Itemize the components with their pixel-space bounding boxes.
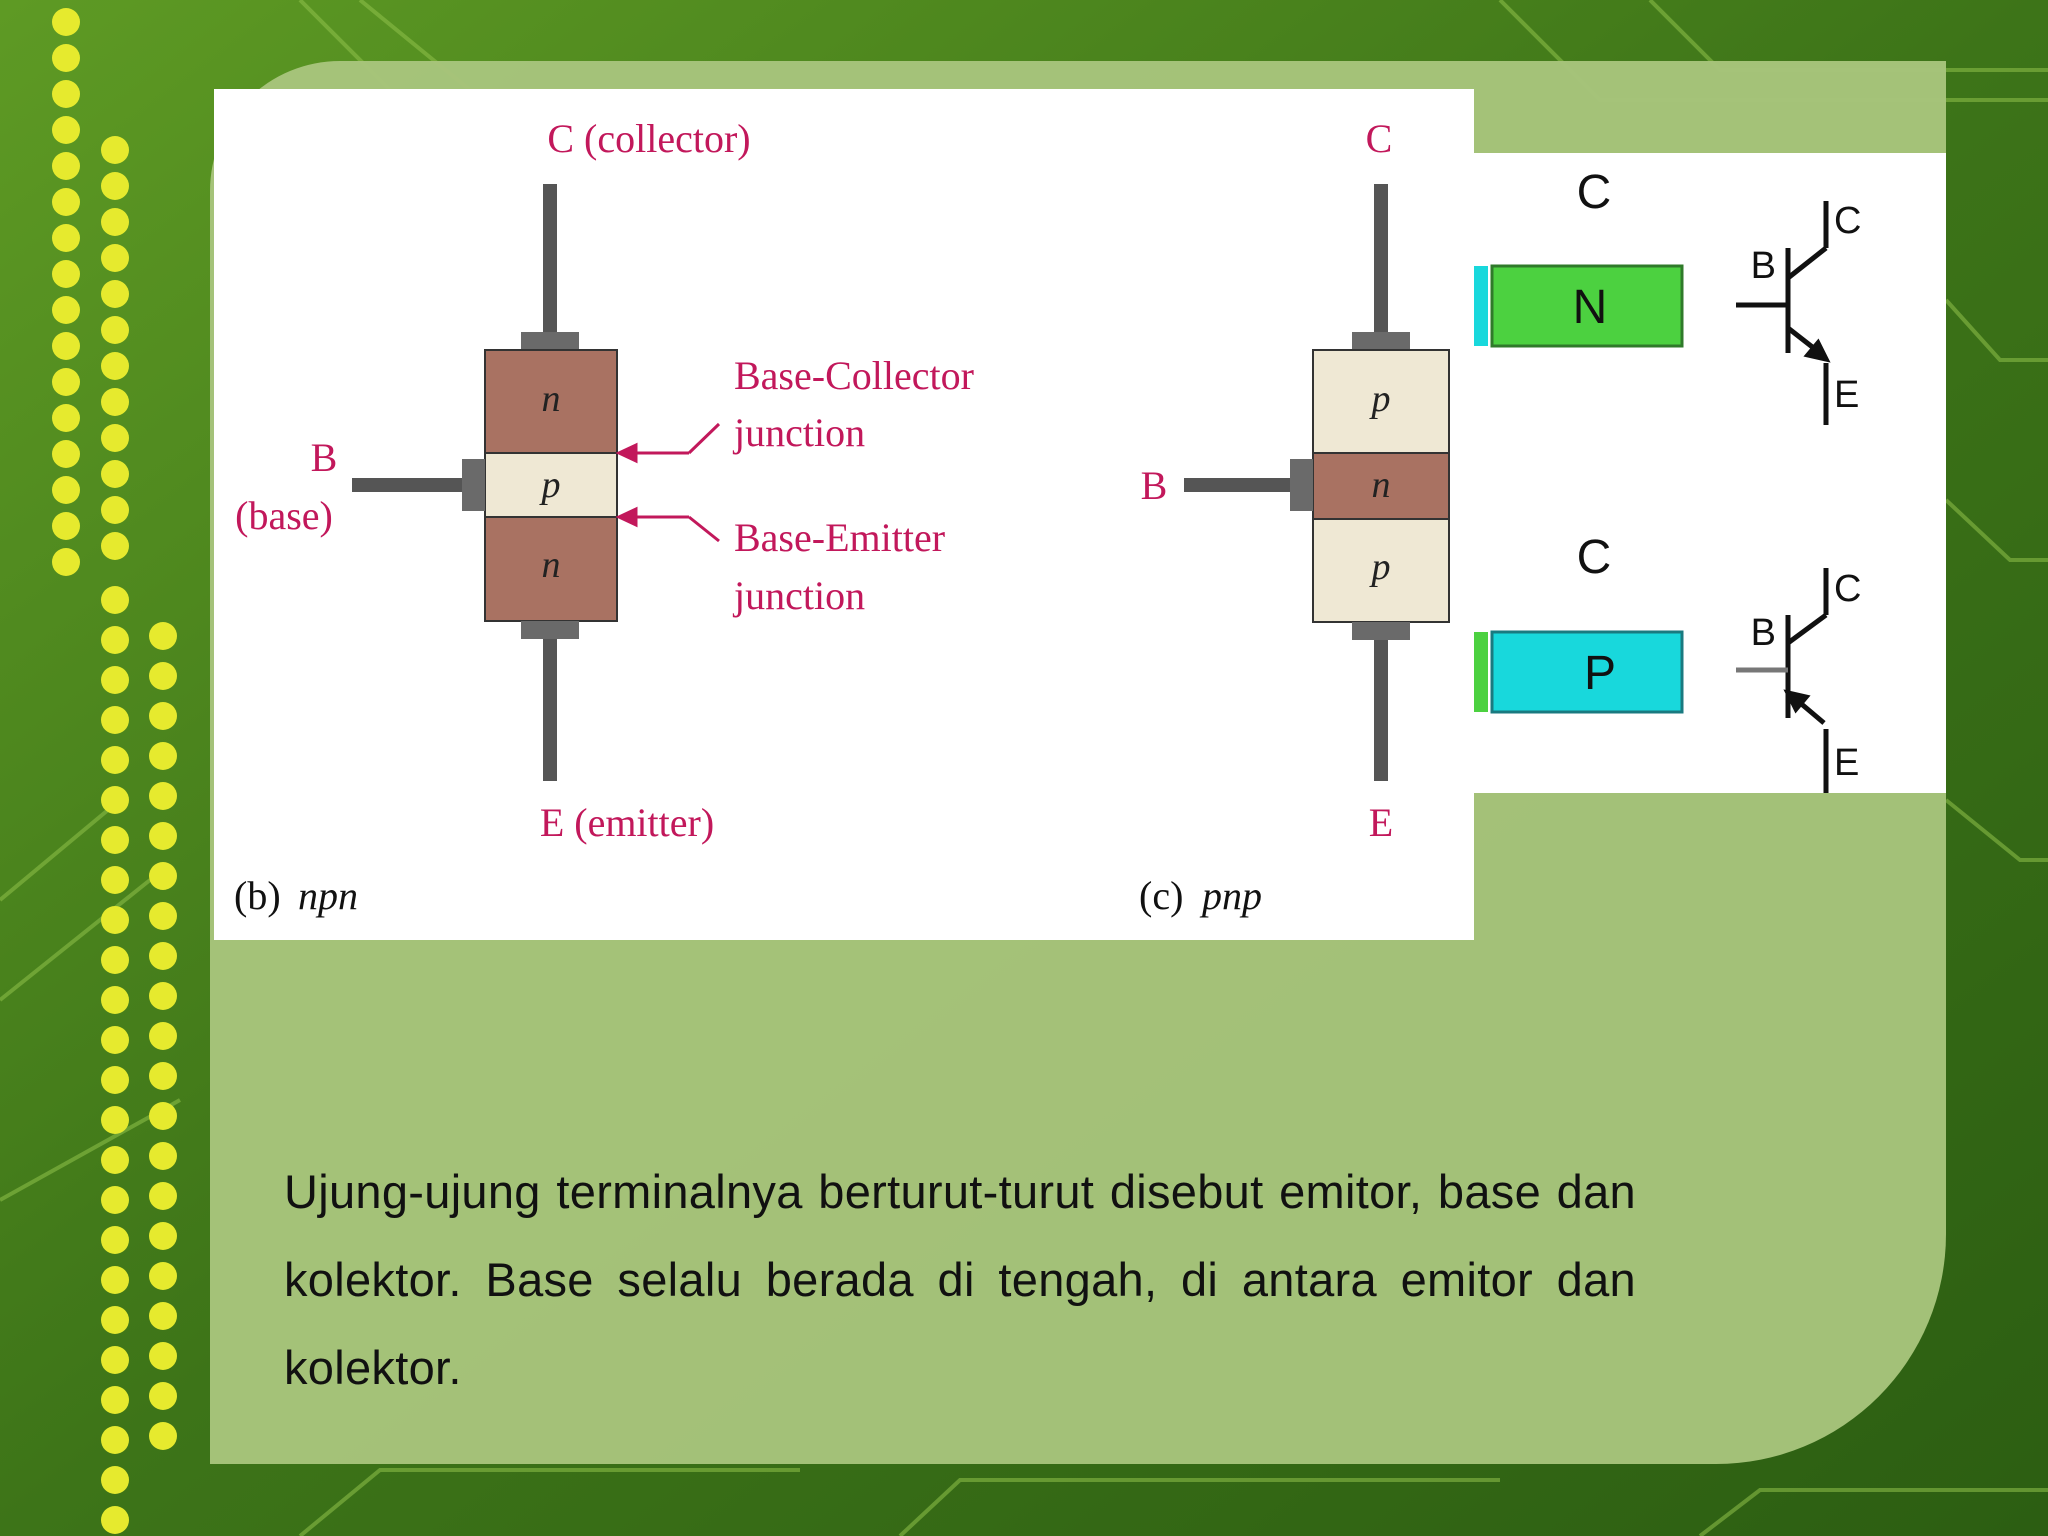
pnp-circuit-symbol xyxy=(1736,568,1829,793)
npn-caption-prefix: (b) xyxy=(234,873,281,918)
npn-caption-type: npn xyxy=(298,873,358,918)
pnp-block-edge xyxy=(1474,632,1488,712)
pnp-emitter-arrow xyxy=(1783,689,1811,714)
pnp-diagram: p n p C E B (c) pnp xyxy=(1139,116,1450,918)
pnp-emitter-lead xyxy=(1374,640,1388,781)
npn-emitter-arrow xyxy=(1803,338,1831,363)
npn-emitter-cap xyxy=(521,621,579,639)
pnp-block-diagram: C P xyxy=(1474,531,1684,714)
transistor-structure-figure: n p n C (collector) E (emitter) B (base)… xyxy=(214,89,1474,940)
junction-arrows xyxy=(615,422,721,543)
pnp-collector-lead xyxy=(1374,184,1388,334)
pnp-layer-mid-label: n xyxy=(1372,464,1391,506)
npn-base-lead xyxy=(352,478,462,492)
npn-emitter-label: E (emitter) xyxy=(540,800,714,845)
pnp-emitter-cap xyxy=(1352,622,1410,640)
bc-junction-label-1: Base-Collector xyxy=(734,353,974,398)
pnp-symbol-b: B xyxy=(1751,612,1776,654)
npn-layer-mid xyxy=(484,452,618,518)
pnp-caption-type: pnp xyxy=(1199,873,1262,918)
pnp-layer-top-label: p xyxy=(1369,378,1391,420)
transistor-symbol-svg: C N B C E C P xyxy=(1474,166,1861,793)
npn-block-n-label: N xyxy=(1573,281,1608,334)
bc-junction-label-2: junction xyxy=(732,410,865,455)
npn-diagram: n p n C (collector) E (emitter) B (base)… xyxy=(234,116,974,918)
pnp-collector-cap xyxy=(1352,332,1410,350)
npn-layer-bot xyxy=(484,516,618,622)
npn-base-cap xyxy=(462,459,485,511)
pnp-base-cap xyxy=(1290,459,1313,511)
npn-symbol-b: B xyxy=(1751,245,1776,287)
npn-layer-top-label: n xyxy=(542,378,561,420)
pnp-block-c-label: C xyxy=(1577,531,1612,584)
pnp-block-p-label: P xyxy=(1584,647,1616,700)
transistor-symbol-figure: C N B C E C P xyxy=(1474,153,1946,793)
npn-block-c-label: C xyxy=(1577,166,1612,219)
pnp-base-label: B xyxy=(1141,463,1168,508)
pnp-symbol-c: C xyxy=(1834,568,1861,610)
npn-block-n xyxy=(1490,264,1684,348)
pcb-dot-column xyxy=(52,8,177,1534)
npn-symbol-c: C xyxy=(1834,200,1861,242)
npn-base-sub-label: (base) xyxy=(235,493,333,538)
npn-layer-top xyxy=(484,349,618,454)
pnp-layer-bot-label: p xyxy=(1369,546,1391,588)
pnp-symbol-e: E xyxy=(1834,742,1859,784)
pnp-emitter-label: E xyxy=(1369,800,1393,845)
npn-block-diagram: C N xyxy=(1474,166,1684,348)
be-junction-label-1: Base-Emitter xyxy=(734,515,945,560)
pnp-block-p xyxy=(1490,630,1684,714)
pnp-collector-label: C xyxy=(1366,116,1393,161)
npn-symbol-e: E xyxy=(1834,374,1859,416)
be-junction-label-2: junction xyxy=(732,573,865,618)
npn-emitter-lead xyxy=(543,639,557,781)
transistor-structure-svg: n p n C (collector) E (emitter) B (base)… xyxy=(234,116,1450,918)
slide-caption-text: Ujung-ujung terminalnya berturut-turut d… xyxy=(284,1165,1636,1394)
npn-layer-bot-label: n xyxy=(542,544,561,586)
npn-block-edge xyxy=(1474,266,1488,346)
npn-collector-cap xyxy=(521,332,579,350)
npn-layer-mid-label: p xyxy=(539,464,561,506)
npn-collector-lead xyxy=(543,184,557,334)
pnp-caption-prefix: (c) xyxy=(1139,873,1183,918)
npn-base-label: B xyxy=(311,435,338,480)
pnp-base-lead xyxy=(1184,478,1290,492)
npn-circuit-symbol xyxy=(1736,201,1831,425)
npn-collector-label: C (collector) xyxy=(547,116,750,161)
